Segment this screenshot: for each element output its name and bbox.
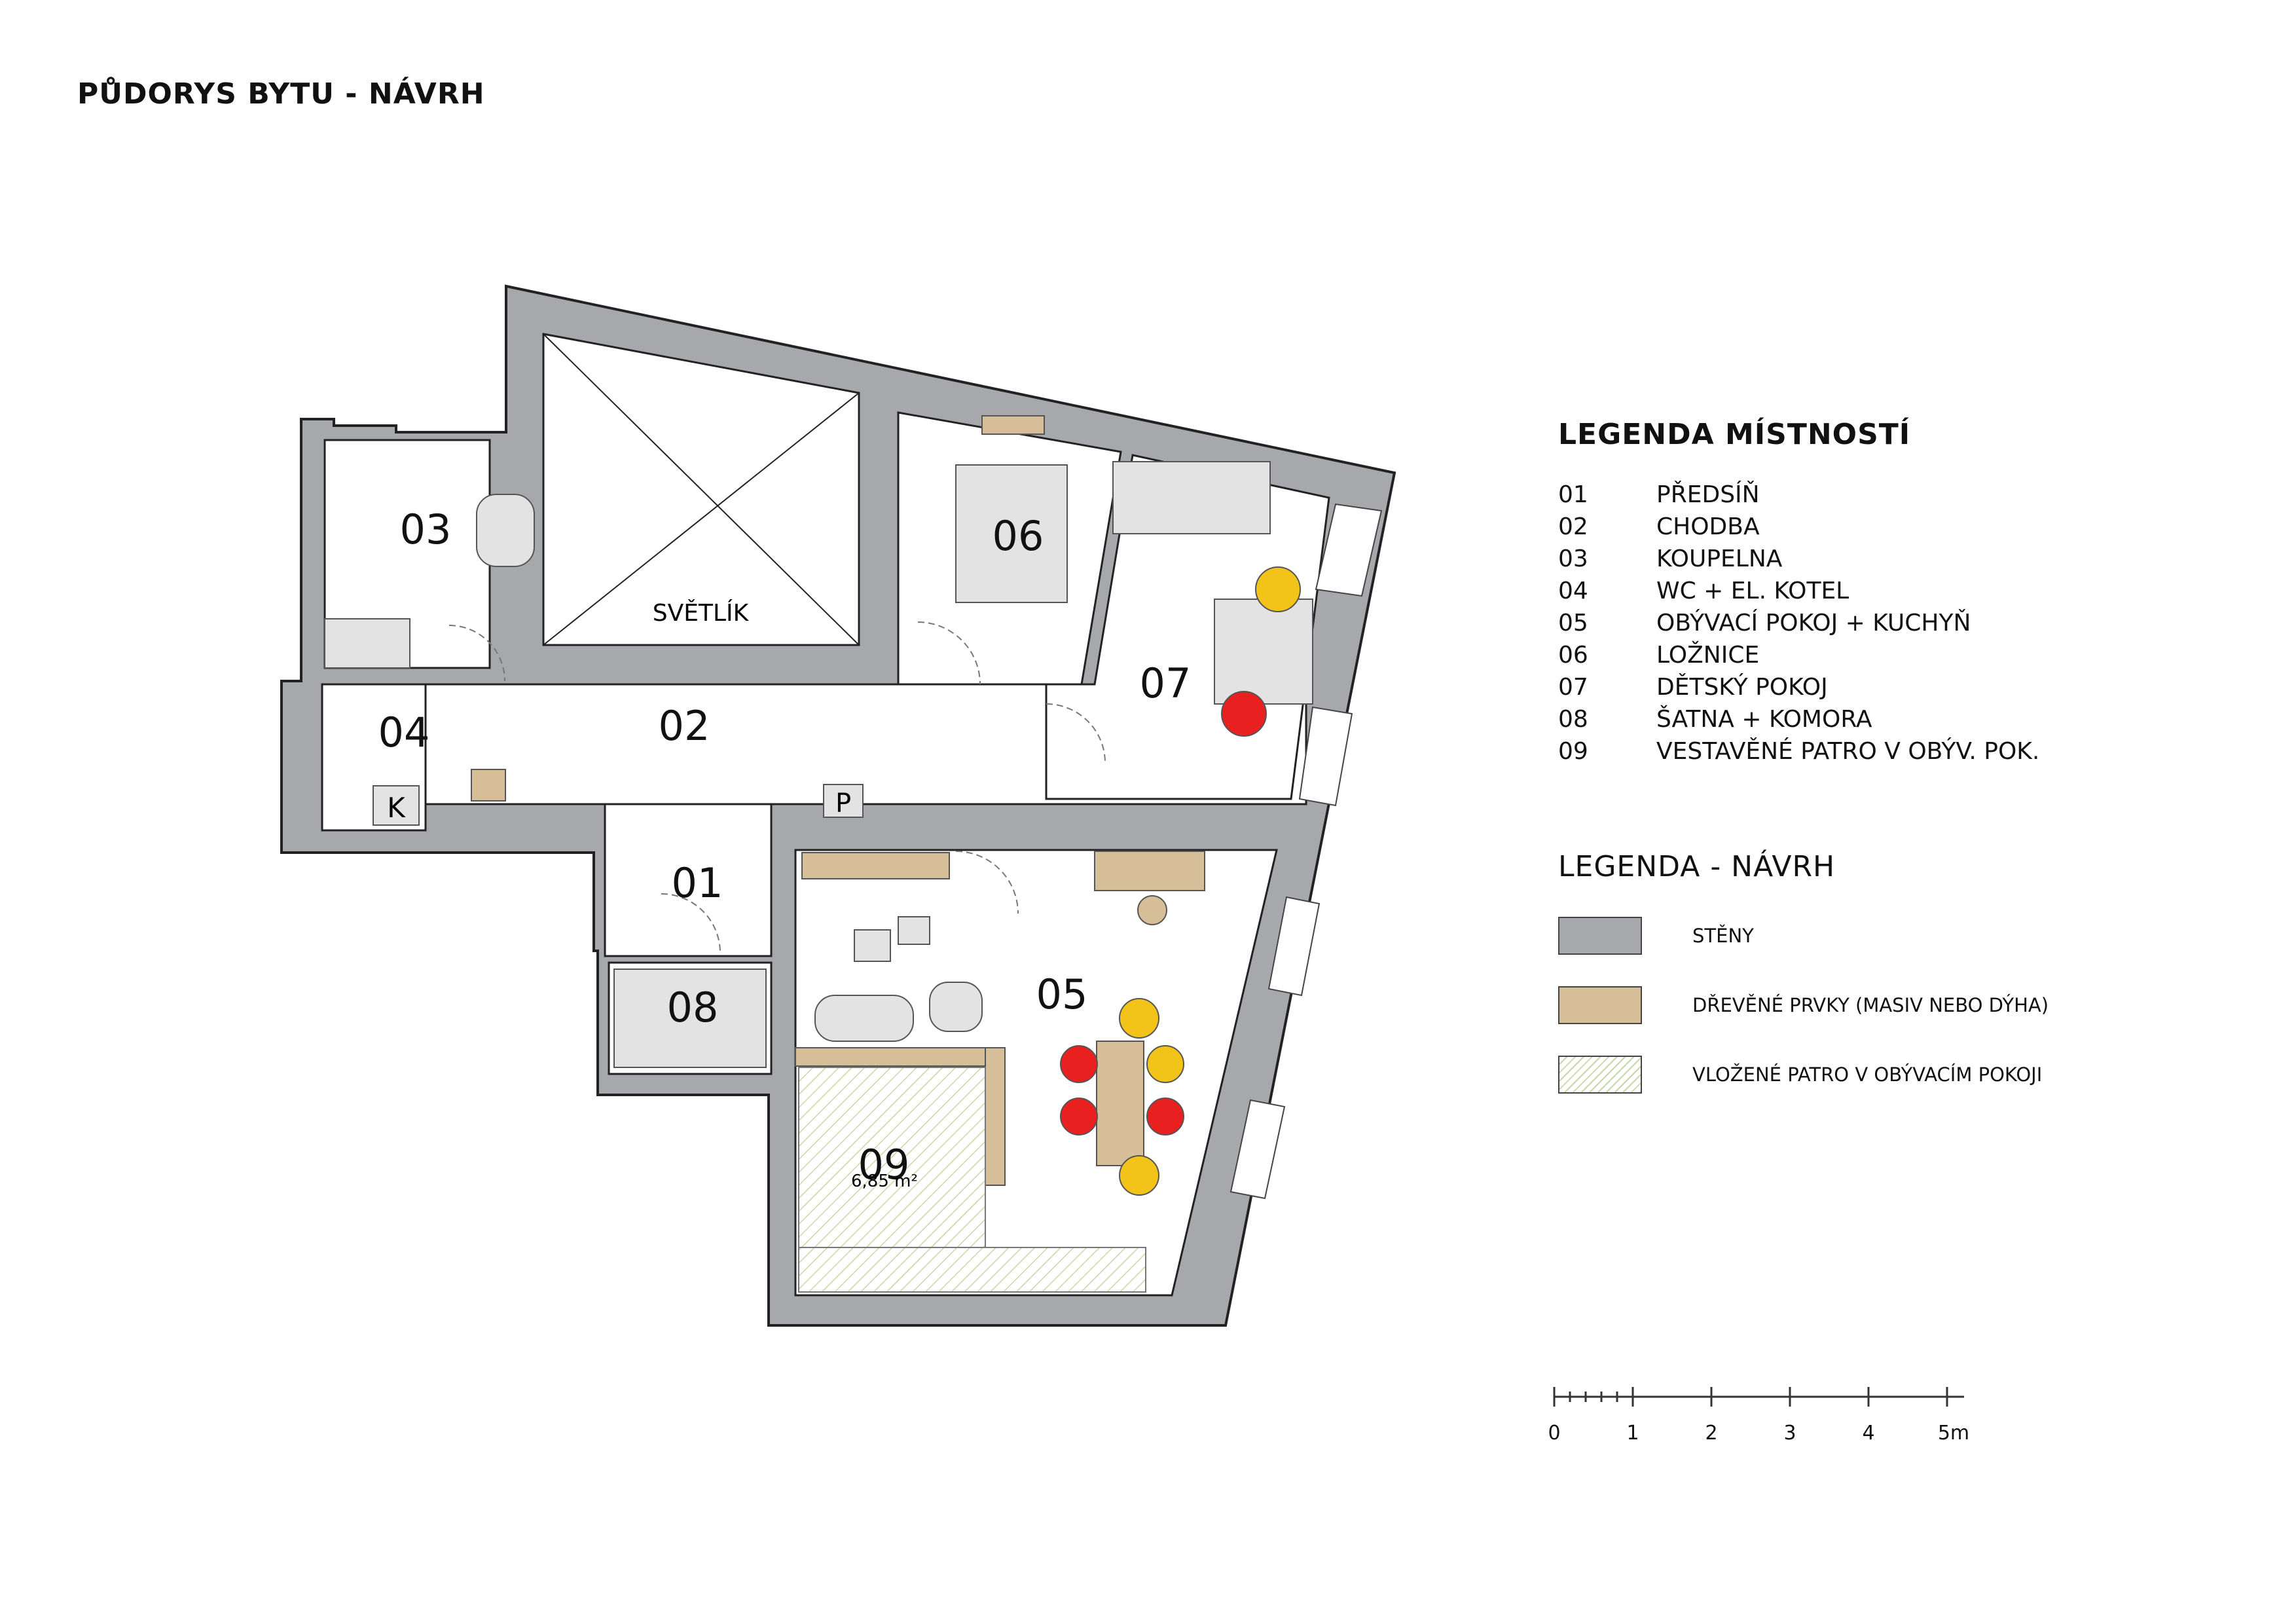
room-number-07: 07 bbox=[1140, 659, 1192, 707]
sofa-05 bbox=[814, 995, 914, 1042]
legend-rooms-title: LEGENDA MÍSTNOSTÍ bbox=[1558, 418, 1911, 451]
wood-swatch bbox=[1558, 986, 1642, 1024]
scale-label-1: 1 bbox=[1626, 1422, 1639, 1445]
wood-corridor-shelf bbox=[471, 769, 506, 802]
ottoman-b bbox=[898, 916, 930, 945]
wood-bedhead bbox=[981, 415, 1045, 435]
walls-label: STĚNY bbox=[1692, 925, 1754, 947]
ottoman-a bbox=[854, 929, 891, 962]
room-number-06: 06 bbox=[993, 512, 1044, 560]
room-number-01: 01 bbox=[672, 859, 723, 907]
legend-room-code: 06 bbox=[1558, 642, 1588, 669]
boiler-box bbox=[373, 785, 420, 826]
legend-room-code: 08 bbox=[1558, 706, 1588, 733]
armchair-05 bbox=[929, 982, 983, 1032]
wood-kitchen-counter bbox=[795, 1047, 1006, 1067]
wood-desk bbox=[1094, 851, 1205, 891]
wood-dining-table bbox=[1096, 1041, 1144, 1166]
wood-label: DŘEVĚNÉ PRVKY (MASIV NEBO DÝHA) bbox=[1692, 994, 2049, 1016]
area-09-label: 6,85 m² bbox=[851, 1172, 918, 1191]
boiler-label: K bbox=[387, 792, 406, 824]
bed-06 bbox=[955, 464, 1068, 603]
bed-07 bbox=[1112, 461, 1271, 534]
legend-room-code: 05 bbox=[1558, 610, 1588, 637]
room-03-floor bbox=[323, 439, 491, 669]
scale-bar bbox=[1553, 1387, 1964, 1407]
scale-label-0: 0 bbox=[1548, 1422, 1560, 1445]
room-number-09: 09 bbox=[858, 1141, 910, 1189]
room-number-08: 08 bbox=[667, 984, 719, 1031]
desk-07 bbox=[1214, 599, 1313, 705]
legend-room-name: ŠATNA + KOMORA bbox=[1656, 706, 1872, 733]
legend-room-code: 01 bbox=[1558, 481, 1588, 508]
legend-room-name: VESTAVĚNÉ PATRO V OBÝV. POK. bbox=[1656, 738, 2040, 765]
legend-room-code: 07 bbox=[1558, 674, 1588, 701]
room-number-02: 02 bbox=[659, 702, 710, 750]
legend-room-code: 04 bbox=[1558, 578, 1588, 604]
mezzanine-swatch bbox=[1558, 1056, 1642, 1094]
legend-design-title: LEGENDA - NÁVRH bbox=[1558, 850, 1836, 883]
scale-label-2: 2 bbox=[1705, 1422, 1717, 1445]
legend-room-name: DĚTSKÝ POKOJ bbox=[1656, 674, 1828, 701]
legend-room-name: CHODBA bbox=[1656, 513, 1760, 540]
legend-room-name: WC + EL. KOTEL bbox=[1656, 578, 1850, 604]
room-number-05: 05 bbox=[1036, 970, 1088, 1018]
legend-room-code: 02 bbox=[1558, 513, 1588, 540]
scale-label-5: 5m bbox=[1938, 1422, 1969, 1445]
light-well-label: SVĚTLÍK bbox=[653, 599, 750, 627]
room-number-04: 04 bbox=[378, 709, 430, 756]
page-title: PŮDORYS BYTU - NÁVRH bbox=[77, 77, 485, 111]
room-number-03: 03 bbox=[400, 506, 452, 553]
legend-room-name: PŘEDSÍŇ bbox=[1656, 481, 1760, 508]
bathtub-03 bbox=[476, 494, 535, 567]
room-01-floor bbox=[604, 803, 773, 957]
legend-room-name: LOŽNICE bbox=[1656, 642, 1760, 669]
scale-label-4: 4 bbox=[1862, 1422, 1874, 1445]
wood-kitchen-side bbox=[985, 1047, 1006, 1186]
mezzanine-label: VLOŽENÉ PATRO V OBÝVACÍM POKOJI bbox=[1692, 1063, 2043, 1086]
wardrobe-08 bbox=[613, 969, 767, 1068]
p-box bbox=[823, 784, 864, 818]
legend-room-name: KOUPELNA bbox=[1656, 545, 1783, 572]
legend-room-name: OBÝVACÍ POKOJ + KUCHYŇ bbox=[1656, 610, 1971, 637]
legend-room-code: 09 bbox=[1558, 738, 1588, 765]
shower-03 bbox=[324, 618, 410, 669]
wood-entry-bench bbox=[801, 852, 950, 879]
legend-room-code: 03 bbox=[1558, 545, 1588, 572]
walls-swatch bbox=[1558, 917, 1642, 955]
p-label: P bbox=[835, 788, 851, 819]
mezzanine-09-hatch bbox=[798, 1067, 986, 1248]
scale-label-3: 3 bbox=[1783, 1422, 1796, 1445]
